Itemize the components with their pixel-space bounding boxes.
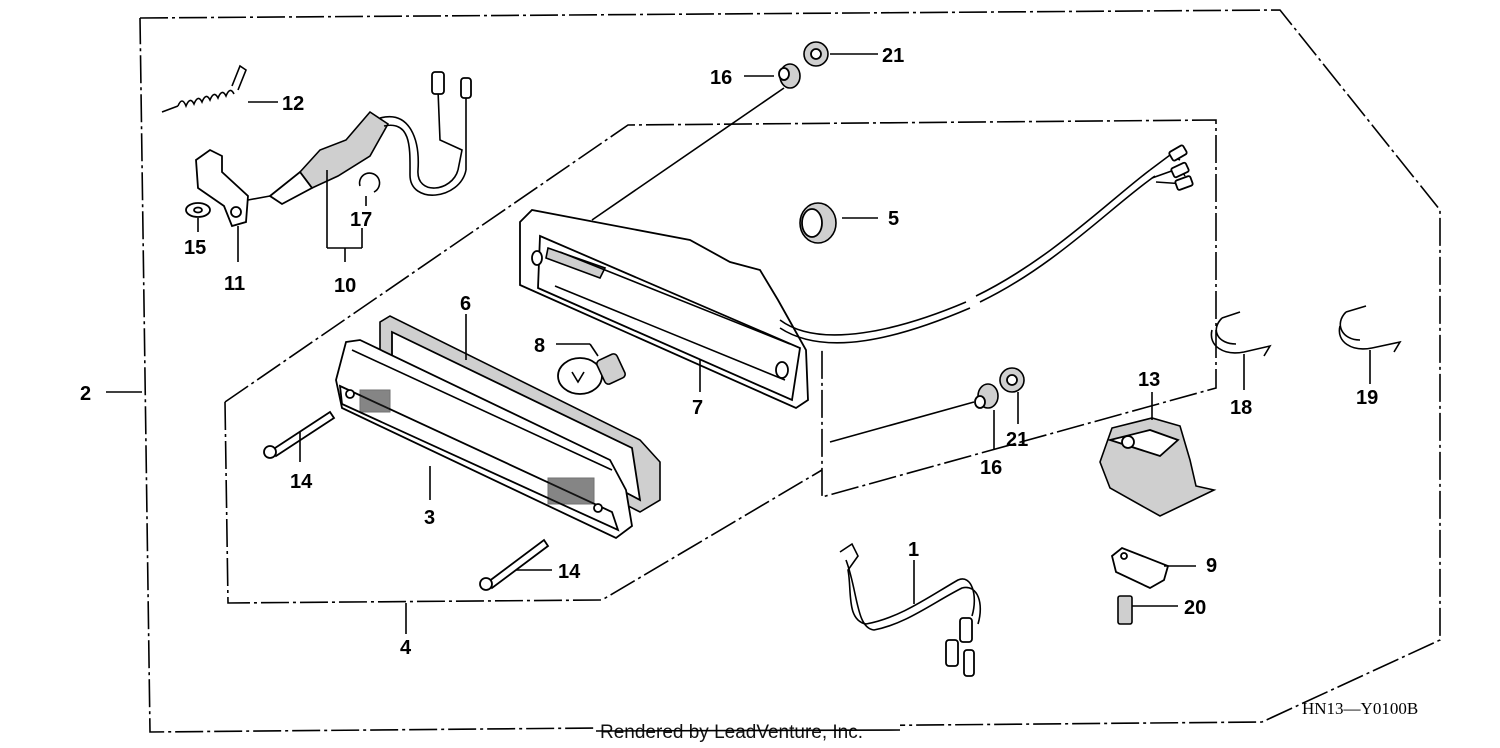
part-10-switch — [247, 71, 472, 262]
part-17-clip — [358, 172, 381, 206]
lens-grid-right — [547, 477, 595, 505]
part-9-switch — [1110, 546, 1196, 590]
callout-16-top: 16 — [710, 67, 732, 89]
callout-19: 19 — [1356, 387, 1378, 409]
part-1-harness — [839, 542, 982, 677]
callout-16-lower: 16 — [980, 457, 1002, 479]
callout-5: 5 — [888, 208, 899, 230]
part-12-spring — [161, 64, 278, 113]
callout-1: 1 — [908, 539, 919, 561]
diagram-code: HN13—Y0100B — [1302, 699, 1418, 718]
callout-8: 8 — [534, 335, 545, 357]
part-19-clip — [1338, 305, 1402, 384]
callout-2: 2 — [80, 383, 91, 405]
part-3-lens — [335, 339, 633, 540]
callout-17: 17 — [350, 209, 372, 231]
part-14-screw-upper — [263, 410, 336, 462]
callout-18: 18 — [1230, 397, 1252, 419]
credit-text: Rendered by LeadVenture, Inc. — [600, 722, 863, 743]
part-13-cover — [1099, 392, 1217, 517]
callout-11: 11 — [224, 273, 245, 295]
callout-3: 3 — [424, 507, 435, 529]
callout-15: 15 — [184, 237, 206, 259]
callout-14-lower: 14 — [558, 561, 581, 583]
part-20-screw — [1117, 595, 1178, 625]
credit-strike — [595, 729, 901, 732]
part-16-grommet-top — [591, 63, 801, 221]
part-11-bracket — [195, 148, 249, 262]
callout-21-top: 21 — [882, 45, 904, 67]
part-8-bulb — [556, 343, 626, 395]
outer-assembly-boundary — [139, 9, 1441, 733]
callout-4: 4 — [400, 637, 412, 659]
part-7-housing — [519, 144, 1194, 410]
lens-assembly-boundary — [224, 119, 1217, 499]
callout-12: 12 — [282, 93, 304, 115]
part-18-clip — [1210, 311, 1272, 390]
callout-10: 10 — [334, 275, 356, 297]
callout-9: 9 — [1206, 555, 1217, 577]
part-21-nut-lower — [999, 367, 1025, 424]
callout-21-lower: 21 — [1006, 429, 1028, 451]
part-16-grommet-lower — [829, 383, 999, 450]
callout-6: 6 — [460, 293, 471, 315]
lens-grid-left — [359, 389, 391, 413]
part-21-nut-top — [803, 41, 878, 67]
part-5-grommet — [799, 202, 878, 244]
callout-13: 13 — [1138, 369, 1160, 391]
callout-7: 7 — [692, 397, 703, 419]
lens-assembly-boundary-lower — [224, 401, 823, 604]
credit-backdrop — [596, 716, 900, 742]
callout-14-upper: 14 — [290, 471, 313, 493]
part-15-washer — [185, 202, 211, 232]
callout-20: 20 — [1184, 597, 1206, 619]
part-14-screw-lower — [479, 538, 552, 591]
